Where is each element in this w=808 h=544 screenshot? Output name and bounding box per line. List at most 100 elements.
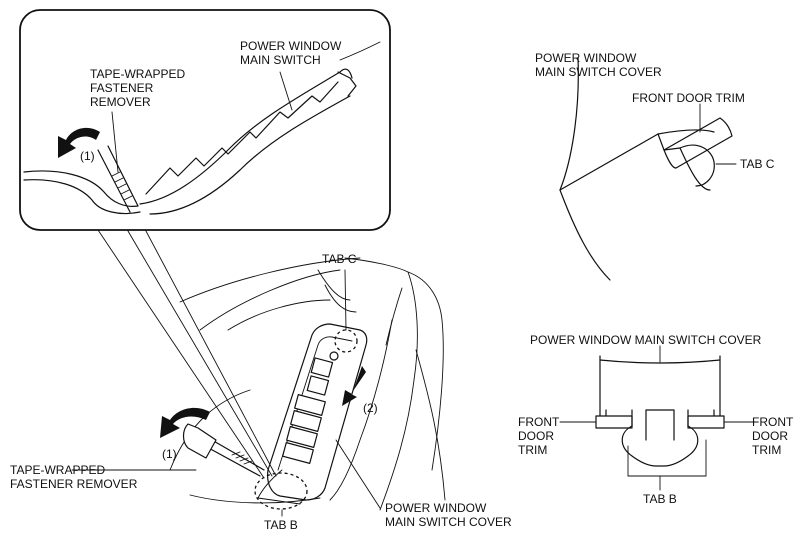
armrest-outline	[324, 284, 357, 313]
switch-button	[294, 394, 326, 416]
switch-button	[290, 410, 322, 432]
inset-detail	[19, 9, 391, 231]
remover-label: TAPE-WRAPPED	[10, 463, 105, 477]
br-front-left: DOOR	[518, 429, 554, 443]
inset-hook	[339, 68, 353, 79]
inset-label-remover: REMOVER	[90, 95, 151, 109]
cover-sides	[599, 355, 721, 421]
cover-top	[599, 359, 721, 364]
tab-b-highlight	[254, 472, 308, 510]
cover-label: MAIN SWITCH COVER	[385, 515, 512, 529]
cover-profile	[657, 129, 715, 135]
remover-handle	[182, 423, 217, 459]
tr-tab-c-label: TAB C	[740, 157, 775, 171]
armrest-outline	[415, 349, 446, 501]
door-trim-profile	[663, 117, 733, 169]
zoom-line	[117, 213, 273, 477]
switch-cover	[267, 323, 368, 501]
cover-leader	[559, 57, 579, 191]
armrest-outline	[385, 287, 403, 346]
trim-right-slab	[687, 415, 725, 429]
inset-trim	[23, 179, 141, 215]
leader-line	[344, 269, 347, 331]
switch-button	[282, 442, 314, 464]
trim-left-slab	[595, 415, 633, 429]
door-line	[179, 257, 361, 303]
door-line	[169, 389, 251, 471]
step-1-label: (1)	[162, 447, 177, 461]
tr-cover-label: MAIN SWITCH COVER	[535, 65, 662, 79]
inset-frame	[19, 9, 391, 231]
remover-label: FASTENER REMOVER	[10, 477, 138, 491]
inset-switch-ribs	[145, 81, 339, 195]
tab-c-highlight	[334, 329, 358, 353]
armrest-outline	[329, 319, 393, 501]
inset-line	[339, 41, 381, 61]
inset-switch-end	[337, 71, 357, 97]
inset-switch-body	[139, 71, 341, 205]
zoom-line	[137, 215, 277, 477]
door-trim-profile	[663, 149, 677, 169]
tab-b-label: TAB B	[264, 518, 298, 532]
door-line	[199, 269, 341, 331]
switch-button	[286, 426, 318, 448]
tr-cover-label: POWER WINDOW	[535, 51, 637, 65]
push-arrow-icon	[342, 366, 366, 406]
inset-switch-body	[149, 95, 351, 215]
inset-leader	[279, 71, 293, 111]
br-front-left: FRONT	[518, 415, 560, 429]
door-line	[227, 299, 331, 331]
inset-label-switch: MAIN SWITCH	[240, 53, 321, 67]
leader-line	[335, 439, 381, 509]
tab-c-label: TAB C	[322, 252, 357, 266]
lock-knob	[329, 351, 339, 361]
br-front-right: FRONT	[752, 415, 794, 429]
tab-b-leader	[627, 439, 707, 477]
cover-label: POWER WINDOW	[385, 501, 487, 515]
switch-button	[310, 357, 334, 378]
armrest-outline	[317, 269, 351, 301]
tape-wrap	[243, 460, 253, 465]
cover-profile	[559, 133, 711, 191]
br-front-left: TRIM	[518, 443, 547, 457]
door-illustration	[71, 257, 446, 517]
br-tab-b-label: TAB B	[643, 492, 677, 506]
inset-trim	[23, 170, 139, 207]
inset-tape	[114, 177, 124, 183]
br-cover-label: POWER WINDOW MAIN SWITCH COVER	[530, 333, 762, 347]
inset-label-remover: TAPE-WRAPPED	[90, 67, 185, 81]
tab-b-profile	[621, 409, 699, 467]
rotate-arrow-icon	[160, 407, 210, 438]
inset-tape	[123, 195, 133, 201]
inset-tape	[117, 183, 127, 189]
inset-label-remover: FASTENER	[90, 81, 154, 95]
br-front-right: DOOR	[752, 429, 788, 443]
inset-remover	[97, 149, 131, 213]
cover-profile	[559, 189, 611, 281]
tape-wrap	[231, 451, 241, 456]
armrest-outline	[407, 271, 444, 471]
tape-wrap	[239, 457, 249, 462]
tab-b-slot	[645, 409, 675, 441]
inset-step-label: (1)	[80, 149, 95, 163]
switch-cover-inner	[277, 336, 353, 471]
inset-remover	[107, 145, 139, 207]
inset-rotate-arrow-icon	[58, 127, 100, 158]
inset-label-switch: POWER WINDOW	[240, 39, 342, 53]
armrest-outline	[344, 257, 418, 511]
tape-wrap	[235, 454, 245, 459]
inset-leader	[111, 111, 119, 173]
step-2-label: (2)	[363, 401, 378, 415]
br-front-right: TRIM	[752, 443, 781, 457]
tab-c-profile	[679, 144, 715, 187]
tab-b-detail	[559, 345, 759, 491]
tab-c-detail	[559, 57, 737, 281]
inset-tape	[111, 171, 121, 177]
tr-trim-label: FRONT DOOR TRIM	[632, 91, 745, 105]
switch-button	[306, 375, 330, 396]
handle-line	[257, 469, 301, 505]
inset-tape	[120, 189, 130, 195]
zoom-line	[89, 217, 265, 479]
